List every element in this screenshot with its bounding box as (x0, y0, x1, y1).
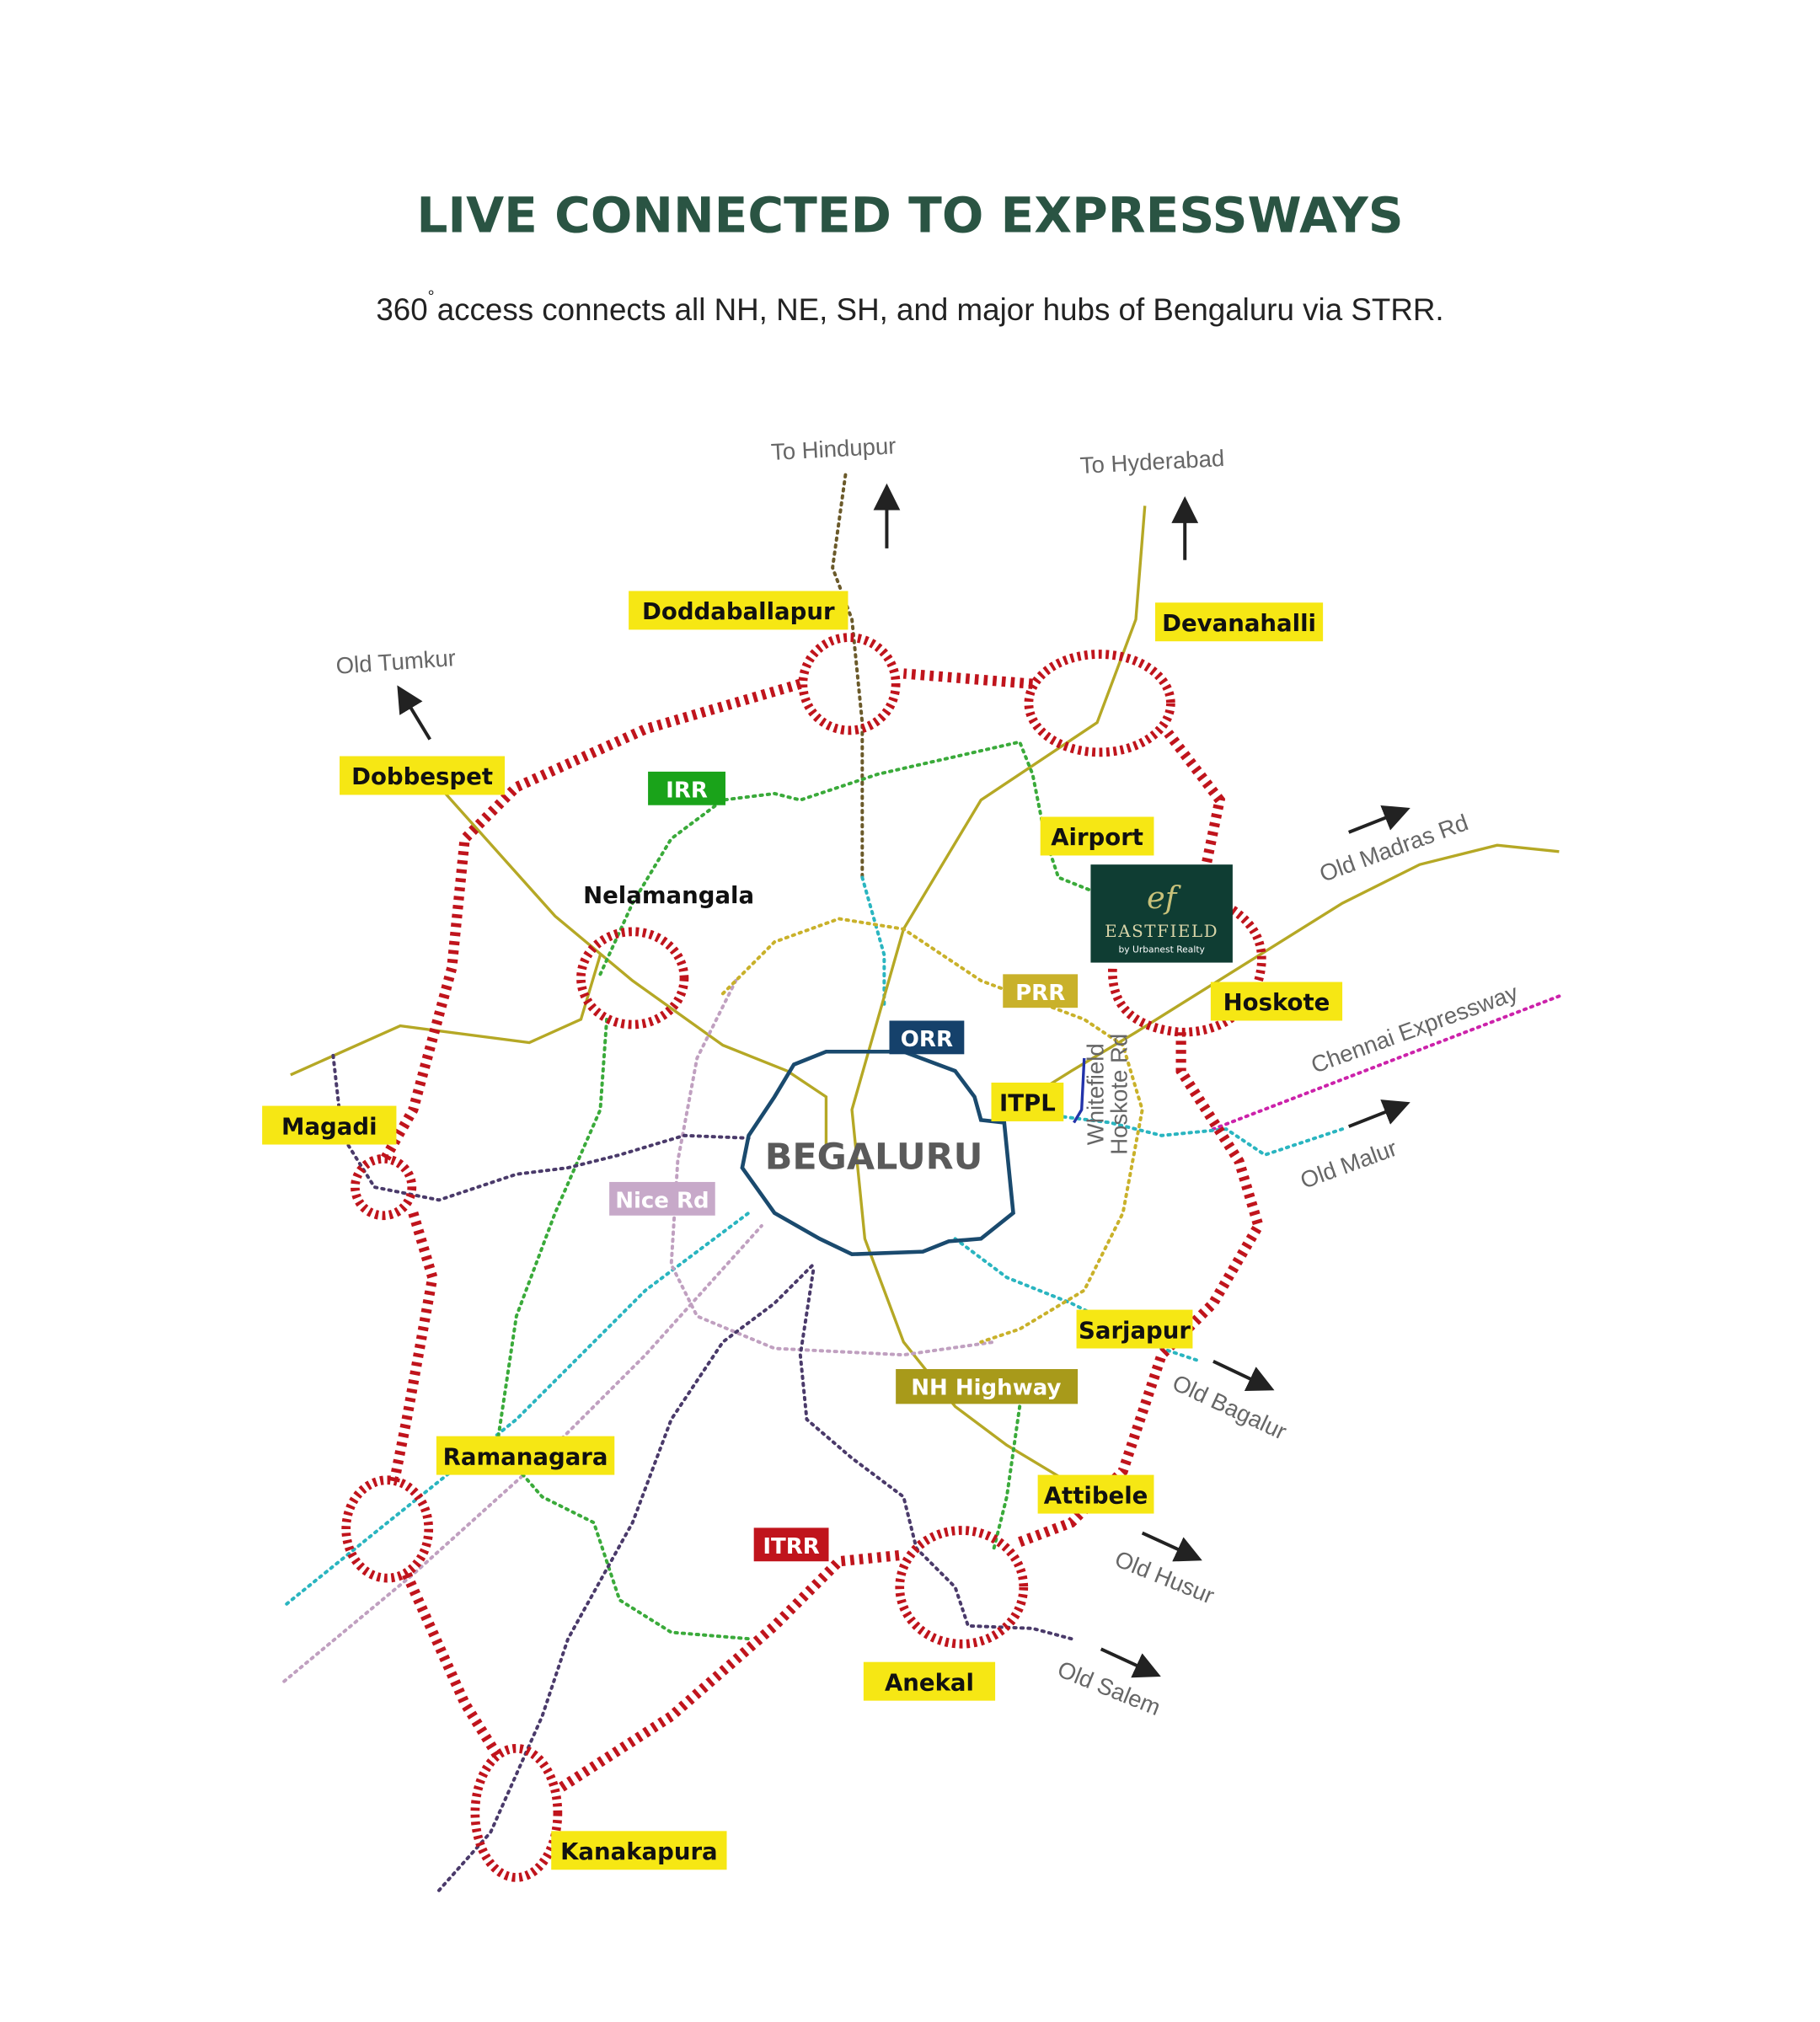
magadi-road (290, 954, 602, 1077)
page-title: LIVE CONNECTED TO EXPRESSWAYS (416, 187, 1403, 244)
attibele-green-road (992, 1404, 1022, 1550)
place-nelamangala: Nelamangala (583, 882, 754, 909)
tag-irr: IRR (666, 778, 708, 804)
label-hoskote-rd: Hoskote Rd (1105, 1034, 1132, 1155)
label-to-hyderabad: To Hyderabad (1079, 445, 1225, 479)
place-sarjapur: Sarjapur (1079, 1317, 1191, 1344)
place-ramanagara: Ramanagara (443, 1443, 608, 1470)
arrow-down-right-icon (1100, 1647, 1161, 1678)
tag-orr: ORR (901, 1027, 953, 1052)
degree-sign: ° (428, 287, 435, 306)
magadi-purple-road (331, 1053, 751, 1202)
label-old-malur: Old Malur (1297, 1135, 1400, 1194)
logo-brand: EASTFIELD (1105, 922, 1218, 941)
ramanagara-ring (341, 1475, 434, 1583)
strr-ring-road (341, 633, 1266, 1882)
arrow-right-icon (1348, 805, 1410, 834)
hindupur-branch (860, 875, 886, 1008)
place-attibele: Attibele (1044, 1482, 1148, 1509)
place-magadi: Magadi (281, 1113, 377, 1140)
arrow-down-right-icon (1141, 1531, 1202, 1562)
kanakapura-road (436, 1262, 816, 1892)
city-label: BEGALURU (765, 1137, 983, 1179)
arrow-right-icon (1348, 1099, 1410, 1128)
label-old-salem: Old Salem (1054, 1656, 1164, 1720)
prr-road (720, 917, 1144, 1344)
tag-nice-rd: Nice Rd (615, 1189, 709, 1214)
tag-itrr: ITRR (763, 1534, 820, 1559)
direction-arrows (397, 483, 1410, 1678)
tag-prr: PRR (1015, 981, 1065, 1006)
old-salem-road (798, 1269, 1073, 1641)
old-madras-road (1019, 843, 1560, 1105)
place-anekal: Anekal (885, 1669, 974, 1696)
subtitle-text: access connects all NH, NE, SH, and majo… (437, 292, 1444, 327)
arrow-down-right-icon (1212, 1360, 1275, 1391)
place-doddaballapur: Doddaballapur (642, 598, 835, 625)
label-old-tumkur: Old Tumkur (335, 645, 457, 679)
whitefield-hoskote-road (1073, 1057, 1086, 1124)
label-old-madras-rd: Old Madras Rd (1316, 809, 1472, 886)
place-hoskote: Hoskote (1223, 989, 1330, 1016)
doddaballapur-ring (798, 633, 901, 736)
logo-tagline: by Urbanest Realty (1118, 944, 1205, 955)
chennai-expressway-road (1211, 994, 1561, 1131)
place-labels: Doddaballapur Devanahalli Dobbespet Airp… (262, 591, 1343, 1870)
nelamangala-ring (576, 927, 689, 1030)
place-devanahalli: Devanahalli (1162, 610, 1316, 637)
magadi-ring (351, 1154, 417, 1221)
place-dobbespet: Dobbespet (351, 763, 493, 790)
place-itpl: ITPL (999, 1090, 1056, 1117)
anekal-ring (895, 1526, 1029, 1649)
tag-nh-highway: NH Highway (911, 1376, 1061, 1401)
nh-highway-road (850, 506, 1147, 1485)
tumkur-road (444, 792, 828, 1149)
sw-cyan-road (285, 1211, 751, 1606)
sarjapur-road (953, 1237, 1202, 1363)
place-airport: Airport (1051, 824, 1143, 851)
label-old-husur: Old Husur (1111, 1545, 1218, 1608)
label-whitefield: Whitefield (1083, 1043, 1109, 1145)
logo-monogram: ef (1147, 880, 1182, 916)
place-kanakapura: Kanakapura (560, 1838, 718, 1865)
irr-road-south (495, 1017, 751, 1641)
label-old-bagalur: Old Bagalur (1169, 1369, 1291, 1445)
subtitle-degree: 360 (376, 292, 427, 327)
hindupur-road (831, 473, 864, 880)
devanahalli-ring (1024, 650, 1175, 757)
page-subtitle: 360°access connects all NH, NE, SH, and … (376, 287, 1443, 326)
old-malur-road (1004, 1108, 1345, 1157)
orr-ring (740, 1049, 1015, 1257)
arrow-up-left-icon (397, 685, 431, 741)
hoskote-ring (1108, 906, 1266, 1037)
eastfield-logo: ef EASTFIELD by Urbanest Realty (1090, 864, 1233, 963)
road-tags: IRR PRR ORR Nice Rd NH Highway ITRR (609, 771, 1079, 1562)
kanakapura-ring (470, 1743, 563, 1882)
label-to-hindupur: To Hindupur (770, 432, 897, 465)
